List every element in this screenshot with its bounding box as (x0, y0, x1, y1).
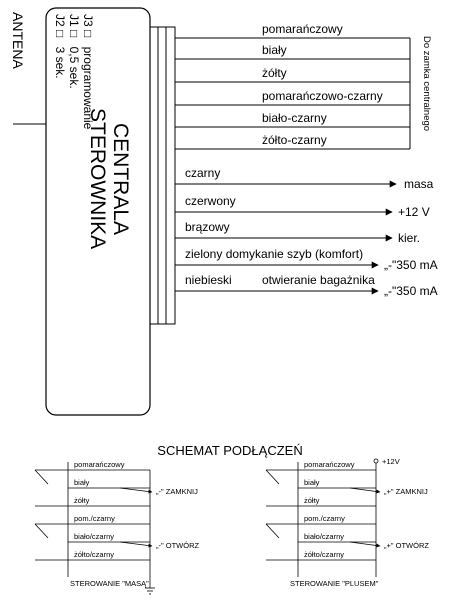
schematic-left-open-label: „-" OTWÓRZ (156, 541, 199, 550)
output-function-label: otwieranie bagażnika (262, 273, 375, 287)
output-destination: „-"350 mA (384, 284, 438, 298)
schematic-right-supply: +12V (382, 457, 400, 466)
controller-title-line2: STEROWNIKA (86, 108, 109, 249)
output-wire-label: brązowy (185, 220, 230, 234)
output-wire-label: niebieski (185, 273, 232, 287)
schematic-left-wire: pomarańczowy (74, 460, 125, 469)
output-destination: masa (404, 177, 434, 191)
schematic-right-open-label: „+" OTWÓRZ (384, 541, 429, 550)
schematic-right-wire: pom./czarny (304, 514, 345, 523)
schematic-right-wire: biało/czarny (304, 532, 344, 541)
schematic-left-wire: biały (74, 478, 90, 487)
output-wire-label: czarny (185, 166, 220, 180)
svg-text:J2 □ 3 sek.: J2 □ 3 sek. (53, 14, 67, 79)
schematic-right-close-label: „+" ZAMKNIJ (384, 487, 428, 496)
lock-wire-group (175, 37, 411, 150)
jumper-j1: J1 □ 0,5 sek. (67, 14, 81, 89)
supply-terminal (373, 458, 379, 464)
connector-plate-1 (149, 26, 159, 325)
lock-wire-label: żółty (262, 66, 287, 80)
lock-wire-label: biały (262, 43, 287, 57)
schematic-right-wire: żółty (304, 496, 320, 505)
jumper-j2: J2 □ 3 sek. (53, 14, 67, 79)
output-destination: +12 V (398, 205, 430, 219)
schematic-left-wire: biało/czarny (74, 532, 114, 541)
lock-wire-label: pomarańczowy (262, 22, 343, 36)
schematic-title: SCHEMAT PODŁĄCZEŃ (157, 443, 302, 458)
schematic-left-wire: żółty (74, 496, 90, 505)
output-wire-label: zielony domykanie szyb (komfort) (185, 247, 363, 261)
schematic-right (265, 462, 381, 577)
connector-plate-2 (157, 26, 167, 325)
lock-wire-label: biało-czarny (262, 111, 327, 125)
antenna-label: ANTENA (10, 12, 26, 69)
schematic-right-wire: biały (304, 478, 320, 487)
schematic-left-wire: pom./czarny (74, 514, 115, 523)
lock-wire-label: żółto-czarny (262, 133, 327, 147)
svg-text:J1 □ 0,5 sek.: J1 □ 0,5 sek. (67, 14, 81, 89)
lock-wire-label: pomarańczowo-czarny (262, 89, 383, 103)
schematic-left-wire: żółto/czarny (74, 550, 114, 559)
connector-plate-3 (165, 26, 176, 325)
controller-title-line1: CENTRALA (109, 123, 132, 235)
output-wire-label: czerwony (185, 194, 236, 208)
schematic-right-caption: STEROWANIE "PLUSEM" (290, 579, 379, 588)
schematic-right-wire: pomarańczowy (304, 460, 355, 469)
central-lock-side-label: Do zamka centralnego (421, 36, 432, 131)
schematic-left (34, 462, 155, 595)
jumper-j3: J3 □ programowanie (81, 14, 95, 130)
schematic-right-wire: żółto/czarny (304, 550, 344, 559)
output-destination: kier. (398, 231, 420, 245)
output-destination: „-"350 mA (384, 258, 438, 272)
schematic-left-close-label: „-" ZAMKNIJ (156, 487, 198, 496)
schematic-left-caption: STEROWANIE "MASĄ" (70, 579, 149, 588)
svg-text:J3 □ programowanie: J3 □ programowanie (81, 14, 95, 130)
